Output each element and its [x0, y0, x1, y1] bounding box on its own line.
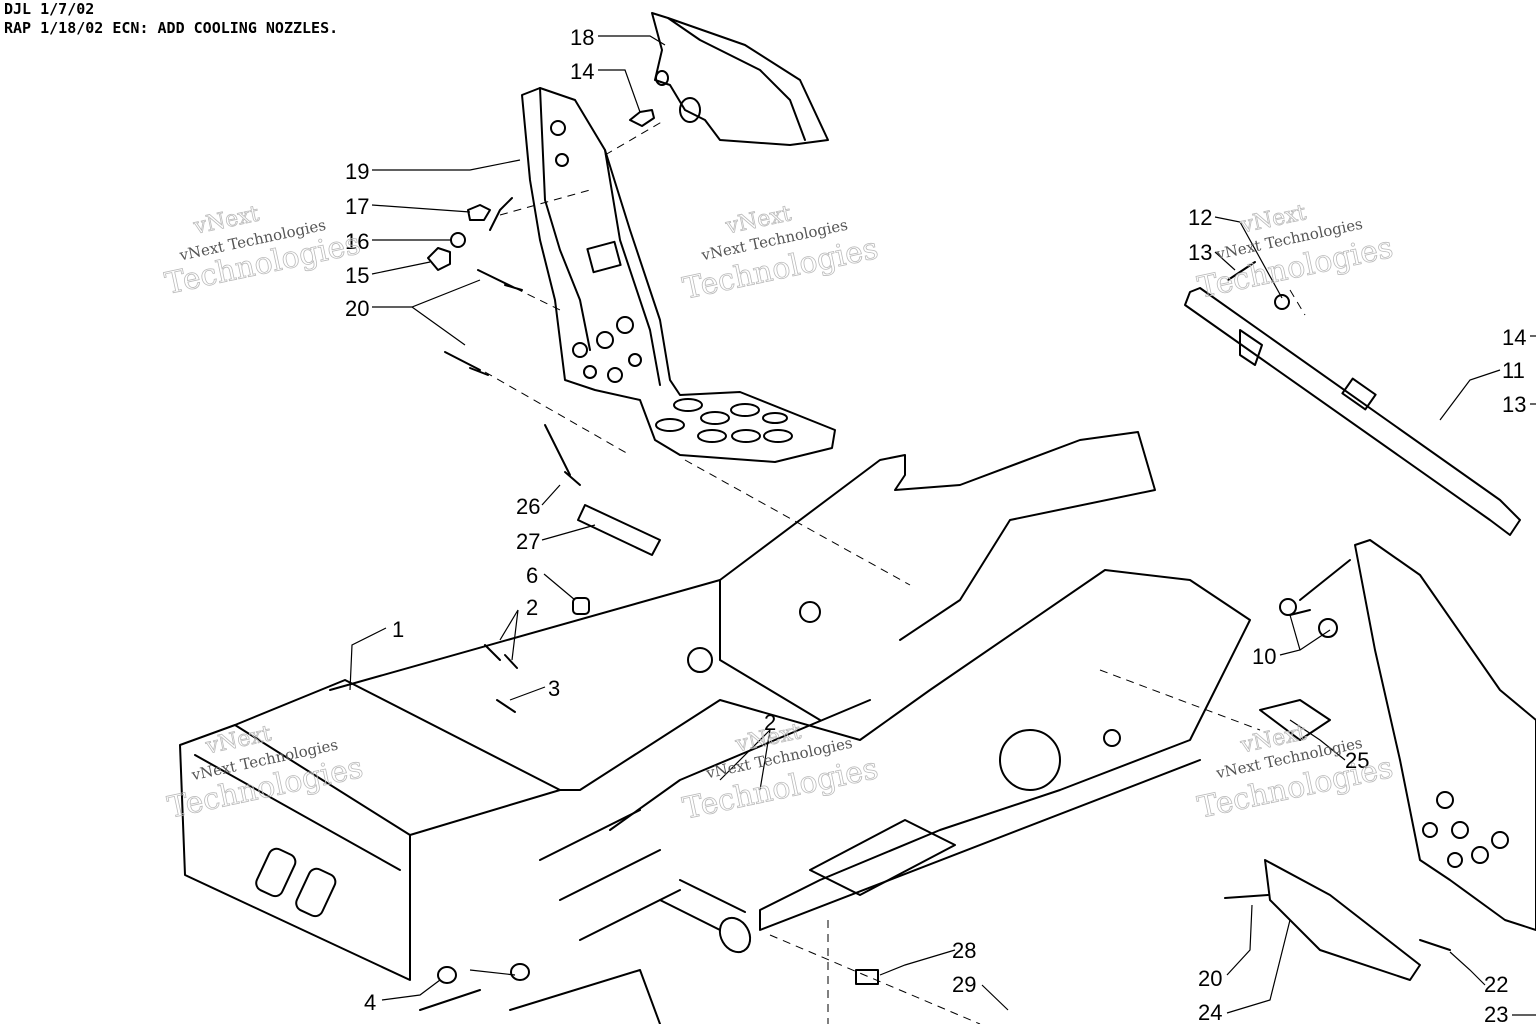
steering-support-bracket: [651, 12, 829, 146]
callout-27: 27: [516, 529, 540, 554]
callout-25: 25: [1345, 748, 1369, 773]
callout-15: 15: [345, 263, 369, 288]
callout-22: 22: [1484, 972, 1508, 997]
callout-3: 3: [548, 676, 560, 701]
callout-13-right: 13: [1188, 240, 1212, 265]
callout-18: 18: [570, 25, 594, 50]
callout-20-upper: 20: [345, 296, 369, 321]
callout-23: 23: [1484, 1002, 1508, 1024]
callout-19: 19: [345, 159, 369, 184]
assembly-lines: [484, 119, 1306, 1024]
drawing-revision-line-2: RAP 1/18/02 ECN: ADD COOLING NOZZLES.: [4, 19, 339, 37]
callout-11: 11: [1502, 358, 1525, 383]
callout-2-center: 2: [764, 710, 776, 735]
drawing-revision-line-1: DJL 1/7/02: [4, 0, 95, 18]
callout-29: 29: [952, 972, 976, 997]
callout-14-upper: 14: [570, 59, 594, 84]
callout-10: 10: [1252, 644, 1276, 669]
callout-labels: 18 14 19 17 16 15 20 26 27 6 2 1 3 2 4 2…: [345, 25, 1536, 1024]
callout-24: 24: [1198, 1000, 1222, 1024]
callout-13-far-right: 13: [1502, 392, 1526, 417]
steering-post-bracket: [521, 87, 836, 463]
drawing-header: DJL 1/7/02 RAP 1/18/02 ECN: ADD COOLING …: [4, 0, 338, 38]
callout-17: 17: [345, 194, 369, 219]
callout-28: 28: [952, 938, 976, 963]
right-side-panel: [1224, 539, 1536, 981]
callout-6: 6: [526, 563, 538, 588]
callout-2-left: 2: [526, 595, 538, 620]
steering-shaft-assembly: [1184, 261, 1521, 536]
callout-4: 4: [364, 990, 376, 1015]
chassis-frame: [179, 431, 1251, 1024]
callout-26: 26: [516, 494, 540, 519]
callout-16: 16: [345, 229, 369, 254]
hardware-middle: [437, 424, 879, 985]
callout-20-lower: 20: [1198, 966, 1222, 991]
callout-12: 12: [1188, 205, 1212, 230]
watermarks: vNext vNext Technologies Technologies vN…: [162, 200, 1397, 827]
callout-14-right: 14: [1502, 325, 1526, 350]
callout-1: 1: [392, 617, 404, 642]
